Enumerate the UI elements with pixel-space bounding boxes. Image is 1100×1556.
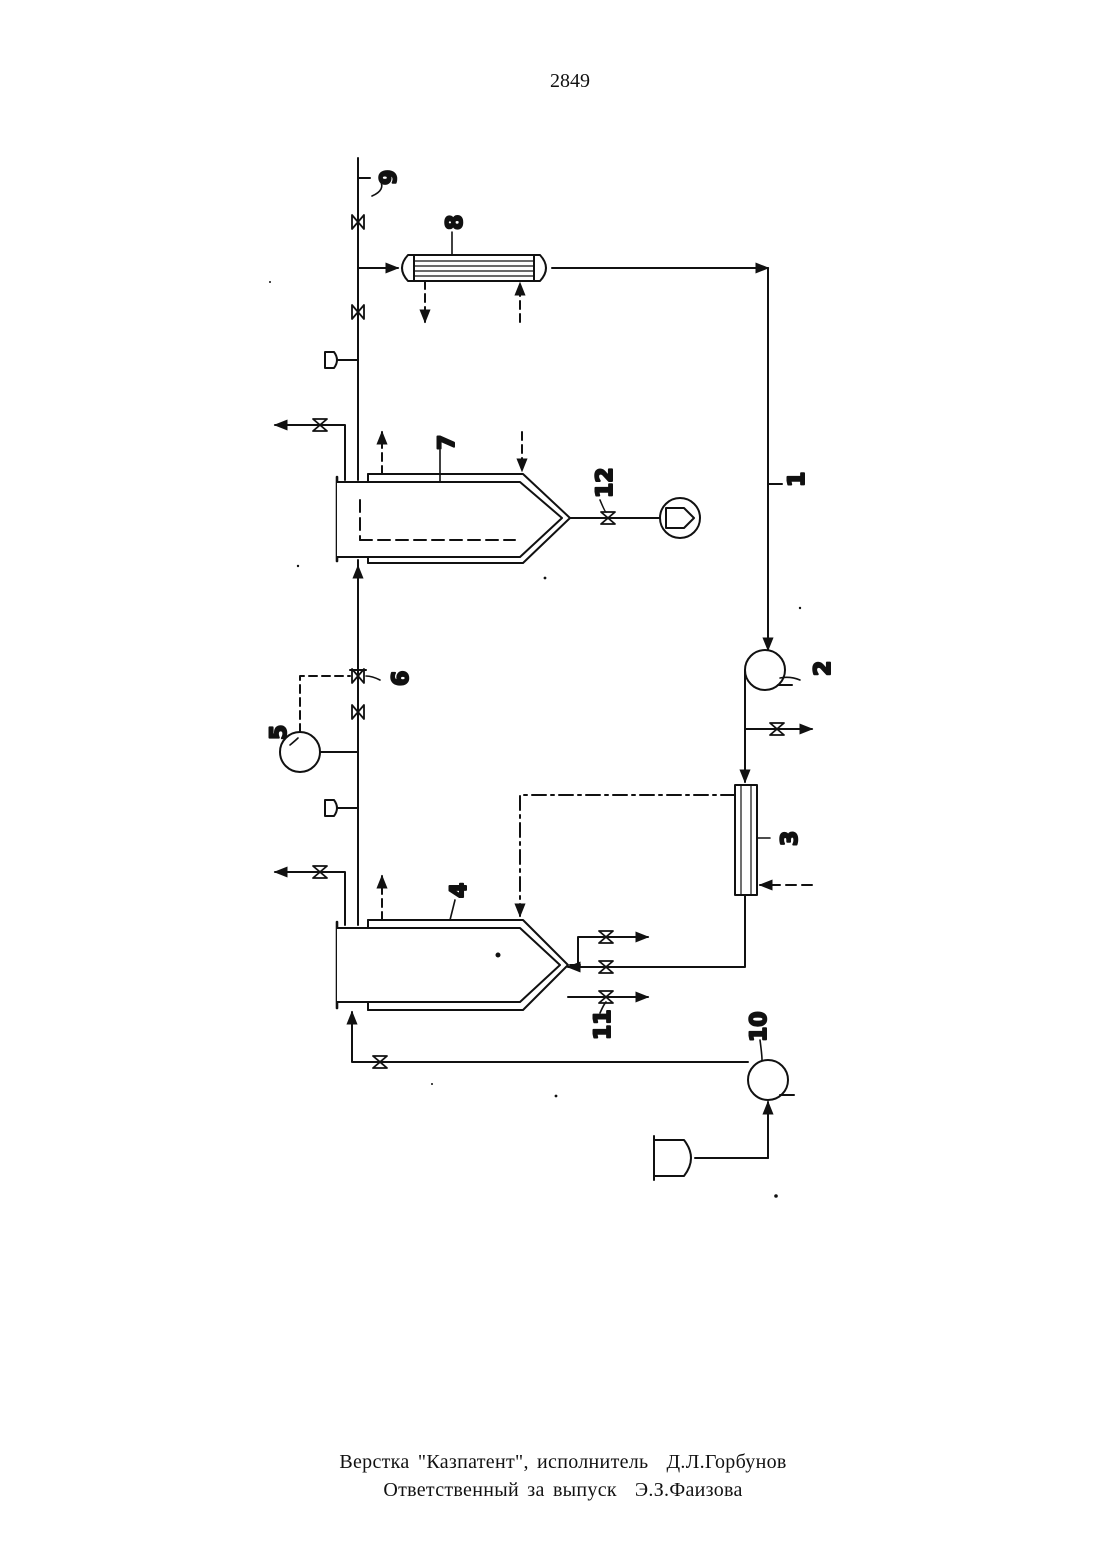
responsible-credit: Ответственный за выпуск	[383, 1479, 617, 1501]
layout-credit: Верстка "Казпатент", исполнитель	[339, 1451, 648, 1473]
controller-5	[280, 566, 366, 772]
vent-line-4	[275, 866, 345, 925]
colophon-line-2: Ответственный за выпуск Э.З.Фаизова	[0, 1476, 1100, 1504]
label-5: 5	[267, 725, 292, 740]
label-6: 6	[389, 671, 414, 686]
colophon: Верстка "Казпатент", исполнитель Д.Л.Горб…	[0, 1448, 1100, 1504]
heater-3	[520, 785, 812, 916]
label-2: 2	[811, 661, 836, 676]
label-4: 4	[447, 883, 472, 898]
line-1	[768, 268, 782, 650]
discharge-pump-icon	[660, 498, 700, 538]
label-9: 9	[377, 170, 402, 185]
colophon-line-1: Верстка "Казпатент", исполнитель Д.Л.Горб…	[0, 1448, 1100, 1476]
inlet-9-line	[352, 178, 370, 229]
label-1: 1	[785, 472, 810, 487]
responsible-name: Э.З.Фаизова	[635, 1479, 743, 1501]
label-7: 7	[435, 435, 460, 450]
pump-2	[745, 650, 812, 782]
pressure-gauge-icon	[325, 352, 358, 368]
label-8: 8	[443, 215, 468, 230]
vent-line-7	[275, 419, 345, 480]
executor-name: Д.Л.Горбунов	[666, 1451, 786, 1473]
return-line-from-3	[568, 895, 745, 973]
pump-10	[352, 1012, 794, 1180]
label-3: 3	[778, 831, 803, 846]
pressure-gauge-icon	[325, 800, 358, 816]
heat-exchanger-8	[402, 255, 768, 322]
label-12: 12	[593, 467, 618, 498]
label-11: 11	[591, 1009, 616, 1040]
label-10: 10	[747, 1011, 772, 1042]
